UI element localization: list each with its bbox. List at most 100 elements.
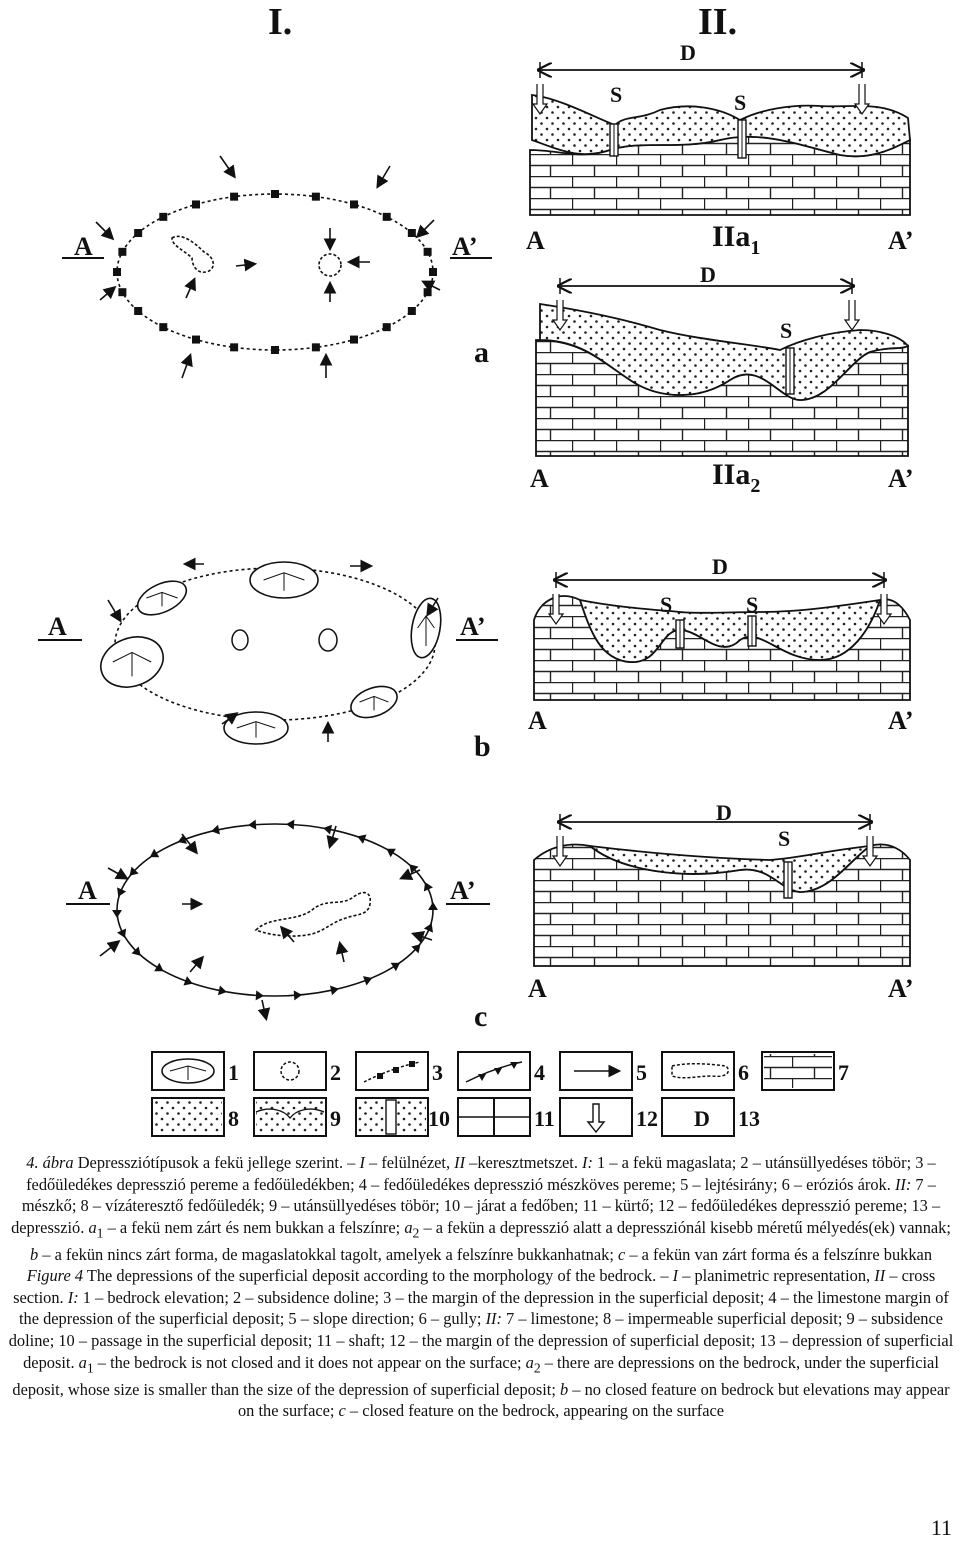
legend-num-9: 9 — [330, 1106, 341, 1131]
plan-a-start-label: A — [74, 232, 93, 261]
limestone-margin-marker — [192, 200, 200, 209]
limestone-margin-marker — [271, 190, 279, 198]
slope-arrow-icon — [180, 352, 193, 379]
plan-view-c — [66, 819, 490, 1022]
limestone-margin-marker — [177, 834, 188, 844]
limestone-margin-marker — [429, 268, 437, 276]
caption-en-text: – planimetric representation, — [678, 1266, 875, 1286]
gully-icon — [254, 891, 372, 937]
row-label-a: a — [474, 336, 489, 369]
caption-en-text: The depressions of the superficial depos… — [83, 1266, 673, 1286]
deposit-margin-arrow-icon — [853, 84, 871, 116]
caption-hu-text: Depressziótípusok a fekü jellege szerint… — [73, 1153, 360, 1172]
caption-en-text: – no closed feature on bedrock but eleva… — [237, 1379, 950, 1421]
legend-num-3: 3 — [432, 1060, 443, 1085]
caption-hu-italic: II — [454, 1153, 466, 1172]
subsidence-doline-icon — [318, 628, 338, 652]
margin-marker — [510, 1062, 518, 1069]
elevation-ridge — [169, 1065, 207, 1080]
limestone-margin-marker — [311, 343, 320, 352]
figure: I. II. a b c A A’ A A’ A A’ A A’ A A’ A … — [38, 1, 914, 1137]
section-2-doline-label: S — [780, 318, 793, 343]
slope-arrow-icon — [279, 925, 295, 943]
caption-en-sub: 2 — [533, 1359, 541, 1375]
section-3-doline-label-1: S — [660, 592, 673, 617]
deposit-margin-arrow-icon — [531, 84, 549, 116]
deposit-margin-arrow-icon — [843, 300, 861, 332]
limestone-margin-marker — [423, 288, 432, 297]
caption-hu-italic: I: — [582, 1153, 593, 1172]
section-4-a-label: A — [528, 974, 547, 1003]
slope-arrow-icon — [99, 285, 117, 301]
slope-arrow-icon — [257, 999, 271, 1022]
deposit-margin-arrow-icon — [875, 594, 893, 626]
slope-arrow-icon — [107, 599, 122, 623]
subsidence-doline-icon — [318, 253, 342, 277]
legend-num-5: 5 — [636, 1060, 647, 1085]
caption-hu-text: – a fekün nincs zárt forma, de magaslato… — [38, 1244, 618, 1264]
caption-hu-text: 1 – a fekü magaslata; 2 – utánsüllyedése… — [26, 1153, 936, 1194]
legend-num-13: 13 — [738, 1106, 760, 1131]
plan-c-start-label: A — [78, 876, 97, 905]
impermeable-deposit-layer — [539, 302, 910, 401]
legend-num-1: 1 — [228, 1060, 239, 1085]
subsidence-doline-icon — [231, 629, 249, 651]
limestone-margin-marker — [217, 985, 227, 996]
subtype-a2-sub: 2 — [750, 475, 761, 497]
plan-a-end-label: A’ — [452, 232, 478, 261]
limestone-margin-marker — [311, 192, 320, 201]
caption-hu-italic: a — [88, 1217, 97, 1237]
limestone-margin-marker — [407, 307, 416, 315]
limestone-margin-marker — [247, 819, 257, 830]
legend-num-4: 4 — [534, 1060, 545, 1085]
limestone-margin-marker — [149, 848, 160, 858]
slope-arrow-icon — [219, 155, 236, 179]
caption-hu-text: 7 – mészkő; 8 – vízáteresztő fedőüledék;… — [11, 1174, 941, 1237]
caption-en-text: 1 – bedrock elevation; 2 – subsidence do… — [18, 1287, 949, 1329]
column-label-planimetric: I. — [268, 1, 293, 43]
limestone-margin-marker — [423, 923, 433, 933]
elevation-ridge — [146, 591, 178, 607]
slope-arrow-icon — [184, 277, 196, 299]
plan-b-start-label: A — [48, 612, 67, 641]
slope-arrow-icon — [426, 597, 439, 617]
slope-arrow-icon — [99, 940, 121, 957]
deposit-margin-arrow-icon — [547, 594, 565, 626]
caption-en-text: 7 – limestone; 8 – impermeable superfici… — [8, 1309, 954, 1372]
caption-en-italic: a — [78, 1352, 87, 1372]
limestone-margin-marker — [117, 887, 127, 897]
limestone-margin-marker — [382, 212, 391, 221]
slope-arrow-icon — [399, 868, 421, 880]
deposit-margin-arrow-icon — [586, 1103, 606, 1134]
slope-arrow-icon — [181, 833, 198, 855]
margin-marker — [377, 1073, 383, 1079]
caption-en-figure-number: Figure 4 — [26, 1266, 84, 1286]
limestone-margin-marker — [118, 247, 127, 256]
caption-hu-sub: 2 — [412, 1225, 420, 1241]
limestone-margin-marker — [230, 192, 239, 201]
slope-arrow-icon — [235, 258, 258, 272]
caption-en-italic: II: — [485, 1309, 502, 1329]
limestone-margin-marker — [411, 944, 421, 954]
limestone-margin-marker — [323, 824, 333, 835]
limestone-margin-marker — [129, 866, 139, 876]
caption-en-text: – the bedrock is not closed and it does … — [93, 1352, 526, 1372]
elevation-ridge — [236, 721, 276, 738]
caption-hu-italic: a — [404, 1217, 413, 1237]
figure-drawing — [38, 62, 911, 1137]
limestone-margin-marker — [271, 346, 279, 354]
limestone-margin-marker — [423, 247, 432, 256]
caption-en-text: – there are depressions on the bedrock, … — [12, 1352, 939, 1399]
limestone-margin-marker — [192, 335, 200, 344]
legend-num-10: 10 — [428, 1106, 450, 1131]
limestone-margin-marker — [134, 229, 143, 237]
section-c — [533, 814, 911, 967]
margin-marker — [393, 1067, 399, 1073]
limestone-icon — [764, 1054, 832, 1088]
limestone-margin-marker — [211, 824, 220, 835]
limestone-margin-marker — [159, 212, 168, 221]
caption-hu-figure-number: 4. ábra — [26, 1153, 74, 1172]
section-1-a-prime-label: A’ — [888, 226, 914, 255]
elevation-ridge — [112, 651, 152, 677]
impermeable-deposit-icon — [154, 1100, 222, 1134]
